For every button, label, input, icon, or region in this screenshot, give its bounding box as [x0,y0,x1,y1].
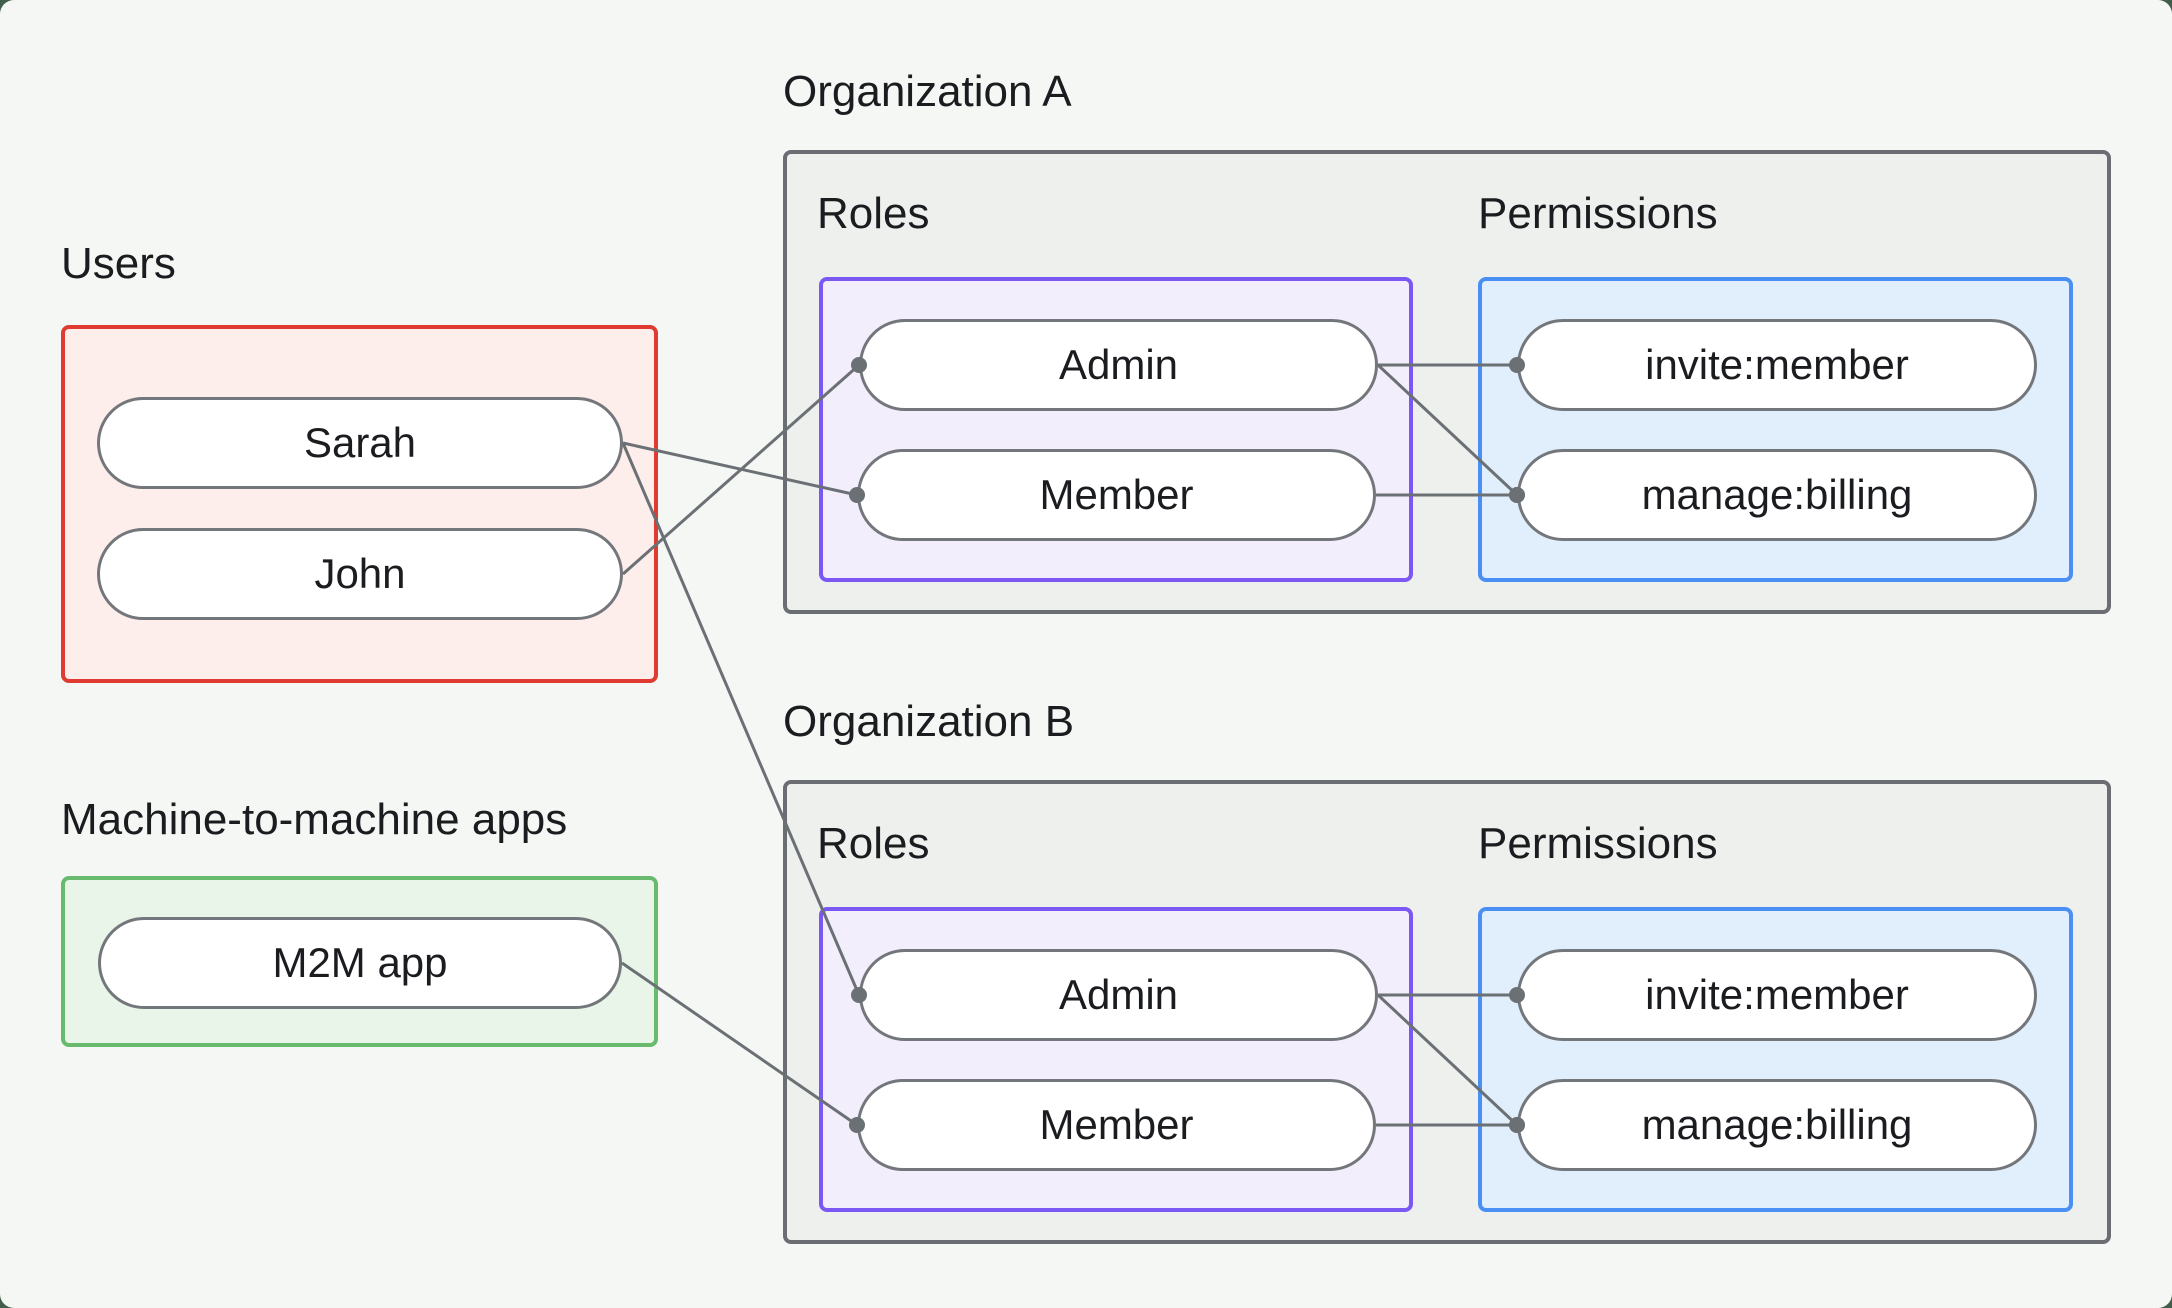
m2m-group-label: Machine-to-machine apps [61,795,568,844]
users-group-box [61,325,658,683]
org-b-permission-pill-invite-member: invite:member [1517,949,2037,1041]
user-pill-john: John [97,528,623,620]
org-a-role-pill-admin: Admin [859,319,1378,411]
org-b-role-pill-admin: Admin [859,949,1378,1041]
organization-a-roles-label: Roles [817,189,930,238]
user-pill-sarah: Sarah [97,397,623,489]
org-b-permission-pill-manage-billing: manage:billing [1517,1079,2037,1171]
org-b-role-pill-member: Member [857,1079,1376,1171]
organization-a-permissions-label: Permissions [1478,189,1718,238]
m2m-app-pill: M2M app [98,917,622,1009]
organization-b-label: Organization B [783,697,1075,746]
organization-a-label: Organization A [783,67,1072,116]
organization-b-permissions-label: Permissions [1478,819,1718,868]
organization-b-roles-label: Roles [817,819,930,868]
org-a-permission-pill-invite-member: invite:member [1517,319,2037,411]
org-a-permission-pill-manage-billing: manage:billing [1517,449,2037,541]
users-group-label: Users [61,239,176,288]
